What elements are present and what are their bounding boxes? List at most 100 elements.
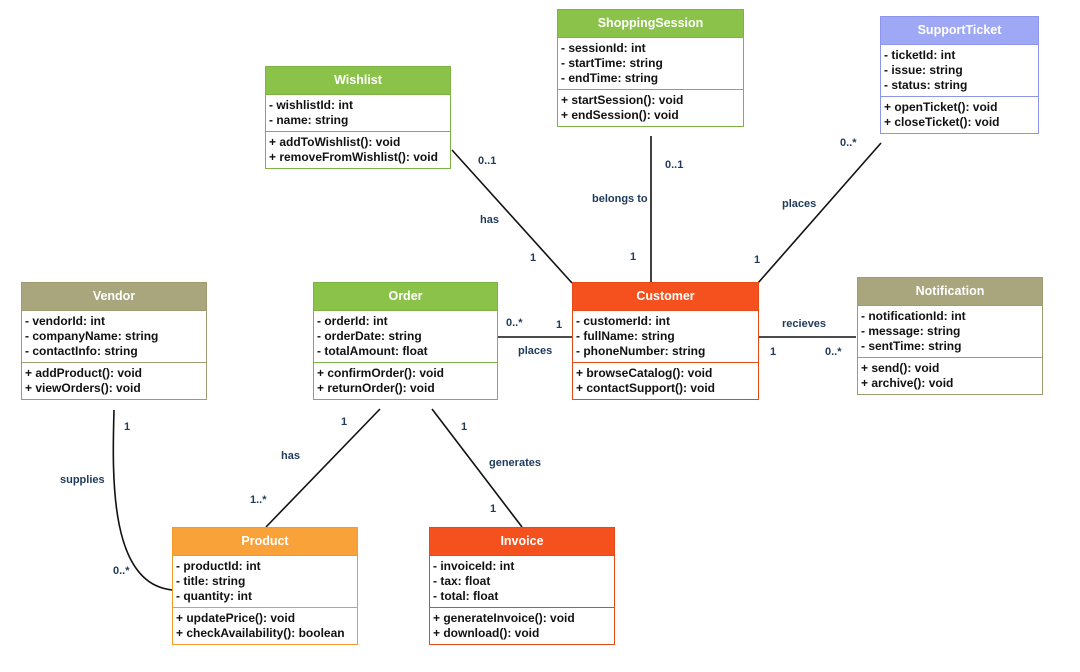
attribute-row: - fullName: string [576, 329, 675, 343]
mult-customer-end-notification: 1 [770, 346, 777, 358]
class-name: Wishlist [266, 67, 450, 94]
mult-product-end-vendor: 0..* [113, 565, 130, 577]
label-customer-notification: recieves [782, 318, 827, 330]
method-row: + removeFromWishlist(): void [269, 150, 438, 164]
method-row: + addProduct(): void [25, 366, 142, 380]
mult-customer-end-order: 1 [556, 319, 563, 331]
attribute-row: - vendorId: int [25, 314, 105, 328]
attribute-row: - orderId: int [317, 314, 388, 328]
mult-session-end: 0..1 [665, 159, 684, 171]
mult-customer-end-session: 1 [630, 251, 637, 263]
class-vendor[interactable]: Vendor- vendorId: int- companyName: stri… [21, 282, 207, 400]
attribute-row: - customerId: int [576, 314, 671, 328]
method-row: + returnOrder(): void [317, 381, 435, 395]
attribute-row: - sessionId: int [561, 41, 646, 55]
label-order-product: has [281, 450, 300, 462]
attribute-row: - sentTime: string [861, 339, 962, 353]
attribute-row: - ticketId: int [884, 48, 956, 62]
attributes-compartment: - customerId: int- fullName: string- pho… [573, 310, 758, 362]
method-row: + generateInvoice(): void [433, 611, 575, 625]
class-shoppingsession[interactable]: ShoppingSession- sessionId: int- startTi… [557, 9, 744, 127]
method-row: + endSession(): void [561, 108, 679, 122]
method-row: + startSession(): void [561, 93, 684, 107]
class-order[interactable]: Order- orderId: int- orderDate: string- … [313, 282, 498, 400]
class-notification[interactable]: Notification- notificationId: int- messa… [857, 277, 1043, 395]
attributes-compartment: - wishlistId: int- name: string [266, 94, 450, 131]
attribute-row: - name: string [269, 113, 349, 127]
method-row: + updatePrice(): void [176, 611, 296, 625]
class-name: Invoice [430, 528, 614, 555]
mult-order-end-product: 1 [341, 416, 348, 428]
attribute-row: - wishlistId: int [269, 98, 353, 112]
attribute-row: - quantity: int [176, 589, 252, 603]
label-session-customer: belongs to [592, 193, 648, 205]
methods-compartment: + generateInvoice(): void+ download(): v… [430, 607, 614, 644]
mult-order-end-customer: 0..* [506, 317, 523, 329]
methods-compartment: + addProduct(): void+ viewOrders(): void [22, 362, 206, 399]
label-wishlist-customer: has [480, 214, 499, 226]
methods-compartment: + send(): void+ archive(): void [858, 357, 1042, 394]
methods-compartment: + startSession(): void+ endSession(): vo… [558, 89, 743, 126]
attribute-row: - productId: int [176, 559, 261, 573]
class-invoice[interactable]: Invoice- invoiceId: int- tax: float- tot… [429, 527, 615, 645]
edge-vendor-product[interactable] [112, 409, 174, 591]
label-ticket-customer: places [782, 198, 817, 210]
attribute-row: - issue: string [884, 63, 963, 77]
label-order-customer: places [518, 345, 553, 357]
attributes-compartment: - orderId: int- orderDate: string- total… [314, 310, 497, 362]
class-name: Order [314, 283, 497, 310]
attribute-row: - notificationId: int [861, 309, 966, 323]
method-row: + download(): void [433, 626, 540, 640]
attribute-row: - status: string [884, 78, 968, 92]
method-row: + openTicket(): void [884, 100, 998, 114]
class-name: ShoppingSession [558, 10, 743, 37]
method-row: + addToWishlist(): void [269, 135, 401, 149]
attribute-row: - startTime: string [561, 56, 663, 70]
attribute-row: - endTime: string [561, 71, 659, 85]
edge-ticket-customer[interactable] [757, 142, 882, 284]
attributes-compartment: - ticketId: int- issue: string- status: … [881, 44, 1038, 96]
class-name: Product [173, 528, 357, 555]
method-row: + closeTicket(): void [884, 115, 1000, 129]
method-row: + confirmOrder(): void [317, 366, 445, 380]
method-row: + viewOrders(): void [25, 381, 141, 395]
edge-order-product[interactable] [265, 408, 381, 528]
attributes-compartment: - sessionId: int- startTime: string- end… [558, 37, 743, 89]
class-customer[interactable]: Customer- customerId: int- fullName: str… [572, 282, 759, 400]
methods-compartment: + browseCatalog(): void+ contactSupport(… [573, 362, 758, 399]
mult-vendor-end: 1 [124, 421, 131, 433]
method-row: + archive(): void [861, 376, 954, 390]
attribute-row: - companyName: string [25, 329, 159, 343]
attributes-compartment: - invoiceId: int- tax: float- total: flo… [430, 555, 614, 607]
class-wishlist[interactable]: Wishlist- wishlistId: int- name: string+… [265, 66, 451, 169]
attribute-row: - total: float [433, 589, 499, 603]
method-row: + browseCatalog(): void [576, 366, 713, 380]
method-row: + checkAvailability(): boolean [176, 626, 345, 640]
attribute-row: - contactInfo: string [25, 344, 138, 358]
attribute-row: - orderDate: string [317, 329, 422, 343]
mult-invoice-end: 1 [490, 503, 497, 515]
label-vendor-product: supplies [60, 474, 105, 486]
method-row: + contactSupport(): void [576, 381, 715, 395]
edge-wishlist-customer[interactable] [451, 149, 573, 284]
attribute-row: - totalAmount: float [317, 344, 428, 358]
attributes-compartment: - vendorId: int- companyName: string- co… [22, 310, 206, 362]
edge-order-invoice[interactable] [431, 408, 523, 528]
class-product[interactable]: Product- productId: int- title: string- … [172, 527, 358, 645]
class-name: Vendor [22, 283, 206, 310]
attribute-row: - tax: float [433, 574, 491, 588]
attributes-compartment: - productId: int- title: string- quantit… [173, 555, 357, 607]
attributes-compartment: - notificationId: int- message: string- … [858, 305, 1042, 357]
mult-wishlist-end: 0..1 [478, 155, 497, 167]
methods-compartment: + updatePrice(): void+ checkAvailability… [173, 607, 357, 644]
mult-product-end: 1..* [250, 494, 267, 506]
mult-notification-end: 0..* [825, 346, 842, 358]
mult-customer-end-ticket: 1 [754, 254, 761, 266]
class-name: Notification [858, 278, 1042, 305]
methods-compartment: + openTicket(): void+ closeTicket(): voi… [881, 96, 1038, 133]
mult-order-end-invoice: 1 [461, 421, 468, 433]
class-supportticket[interactable]: SupportTicket- ticketId: int- issue: str… [880, 16, 1039, 134]
class-name: SupportTicket [881, 17, 1038, 44]
class-name: Customer [573, 283, 758, 310]
